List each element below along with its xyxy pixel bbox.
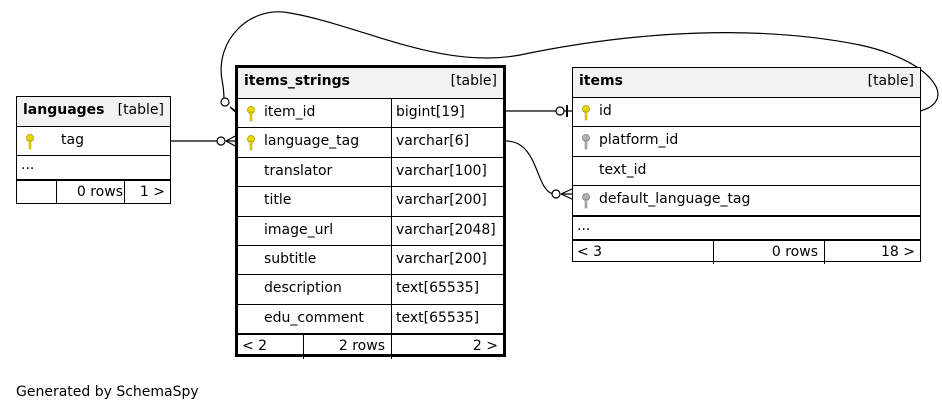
column-row-tag[interactable]: tag <box>17 127 170 157</box>
items-strings-table[interactable]: items_strings [table] item_id bigint[19]… <box>235 65 506 360</box>
footer-row-count: 0 rows <box>76 184 123 201</box>
column-type: varchar[200] <box>396 250 487 267</box>
column-name: id <box>599 103 612 119</box>
table-footer: < 3 0 rows 18 > <box>573 239 920 264</box>
column-type: varchar[2048] <box>396 221 496 238</box>
primary-key-icon <box>26 134 34 150</box>
table-footer: 0 rows 1 > <box>17 180 170 205</box>
column-row-translator[interactable]: translator varchar[100] <box>238 157 503 188</box>
foreign-key-icon <box>582 193 590 209</box>
column-type: text[65535] <box>396 280 480 297</box>
primary-key-icon <box>247 135 255 151</box>
more-columns: ... <box>573 215 920 240</box>
column-name: description <box>264 280 342 297</box>
table-kind: [table] <box>867 73 914 89</box>
column-name: platform_id <box>599 132 679 149</box>
column-type: varchar[6] <box>396 133 470 150</box>
column-row-language-tag[interactable]: language_tag varchar[6] <box>238 128 503 158</box>
column-type: text[65535] <box>396 309 480 326</box>
primary-key-icon <box>247 106 255 122</box>
table-name: items_strings <box>244 73 350 89</box>
languages-table[interactable]: languages [table] tag ... 0 rows 1 > <box>16 96 171 205</box>
footer-row-count: 2 rows <box>338 338 385 355</box>
column-name: tag <box>61 132 84 148</box>
items-table[interactable]: items [table] id platform_id text_id def… <box>572 67 921 264</box>
table-header: items_strings [table] <box>238 68 503 99</box>
column-type: varchar[200] <box>396 192 487 209</box>
column-name: item_id <box>264 104 316 120</box>
column-row-subtitle[interactable]: subtitle varchar[200] <box>238 245 503 276</box>
table-footer: < 2 2 rows 2 > <box>238 334 503 360</box>
table-name: items <box>579 73 623 89</box>
more-columns: ... <box>17 156 170 181</box>
rel-items-default-language <box>505 140 556 195</box>
column-name: edu_comment <box>264 309 364 326</box>
column-row-default-language-tag[interactable]: default_language_tag <box>573 186 920 216</box>
column-row-platform-id[interactable]: platform_id <box>573 127 920 157</box>
table-header: items [table] <box>573 68 920 98</box>
column-row-text-id[interactable]: text_id <box>573 157 920 187</box>
column-type: bigint[19] <box>396 104 465 120</box>
column-name: subtitle <box>264 250 317 267</box>
column-row-description[interactable]: description text[65535] <box>238 275 503 305</box>
credit-text: Generated by SchemaSpy <box>16 384 199 400</box>
column-row-id[interactable]: id <box>573 98 920 128</box>
footer-children: 1 > <box>139 184 165 201</box>
column-name: translator <box>264 162 333 179</box>
column-name: language_tag <box>264 133 360 150</box>
footer-parents: < 2 <box>242 338 268 355</box>
table-kind: [table] <box>117 102 164 118</box>
column-name: text_id <box>599 161 647 178</box>
column-type: varchar[100] <box>396 162 487 179</box>
footer-children: 18 > <box>881 243 915 260</box>
table-header: languages [table] <box>17 97 170 127</box>
column-name: default_language_tag <box>599 191 751 208</box>
rel-arc-items-to-items-strings <box>220 11 939 112</box>
primary-key-icon <box>582 105 590 121</box>
column-row-edu-comment[interactable]: edu_comment text[65535] <box>238 304 503 335</box>
table-kind: [table] <box>450 73 497 89</box>
footer-children: 2 > <box>472 338 498 355</box>
column-row-item-id[interactable]: item_id bigint[19] <box>238 99 503 129</box>
footer-row-count: 0 rows <box>771 243 818 260</box>
column-name: title <box>264 192 292 209</box>
foreign-key-icon <box>582 134 590 150</box>
column-name: image_url <box>264 221 334 238</box>
table-name: languages <box>23 102 105 118</box>
column-row-title[interactable]: title varchar[200] <box>238 187 503 217</box>
footer-parents: < 3 <box>577 243 603 260</box>
column-row-image-url[interactable]: image_url varchar[2048] <box>238 216 503 246</box>
